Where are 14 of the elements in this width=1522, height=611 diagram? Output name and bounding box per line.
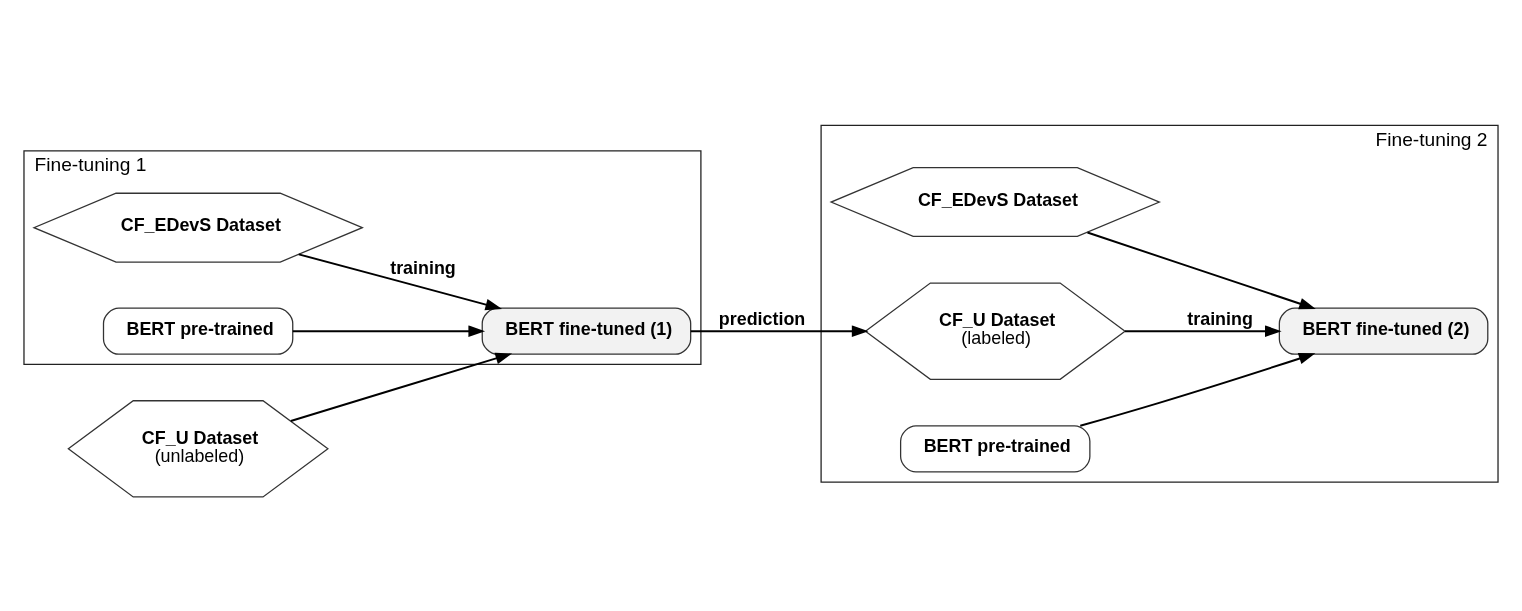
node-box: BERT pre-trained — [900, 424, 1091, 472]
arrow — [1124, 324, 1282, 337]
edge-label: prediction — [718, 308, 806, 329]
edge-label: training — [1187, 308, 1253, 329]
node-box: BERT fine-tuned (1) — [481, 307, 692, 355]
arrow — [289, 352, 513, 422]
arrow — [291, 324, 486, 337]
node-box: BERT pre-trained — [102, 307, 294, 355]
arrow — [297, 252, 503, 310]
node-box: BERT fine-tuned (2) — [1278, 307, 1489, 355]
arrow — [1079, 352, 1316, 427]
arrow — [1086, 231, 1316, 309]
arrow — [689, 324, 869, 337]
edge-label: training — [390, 257, 456, 278]
